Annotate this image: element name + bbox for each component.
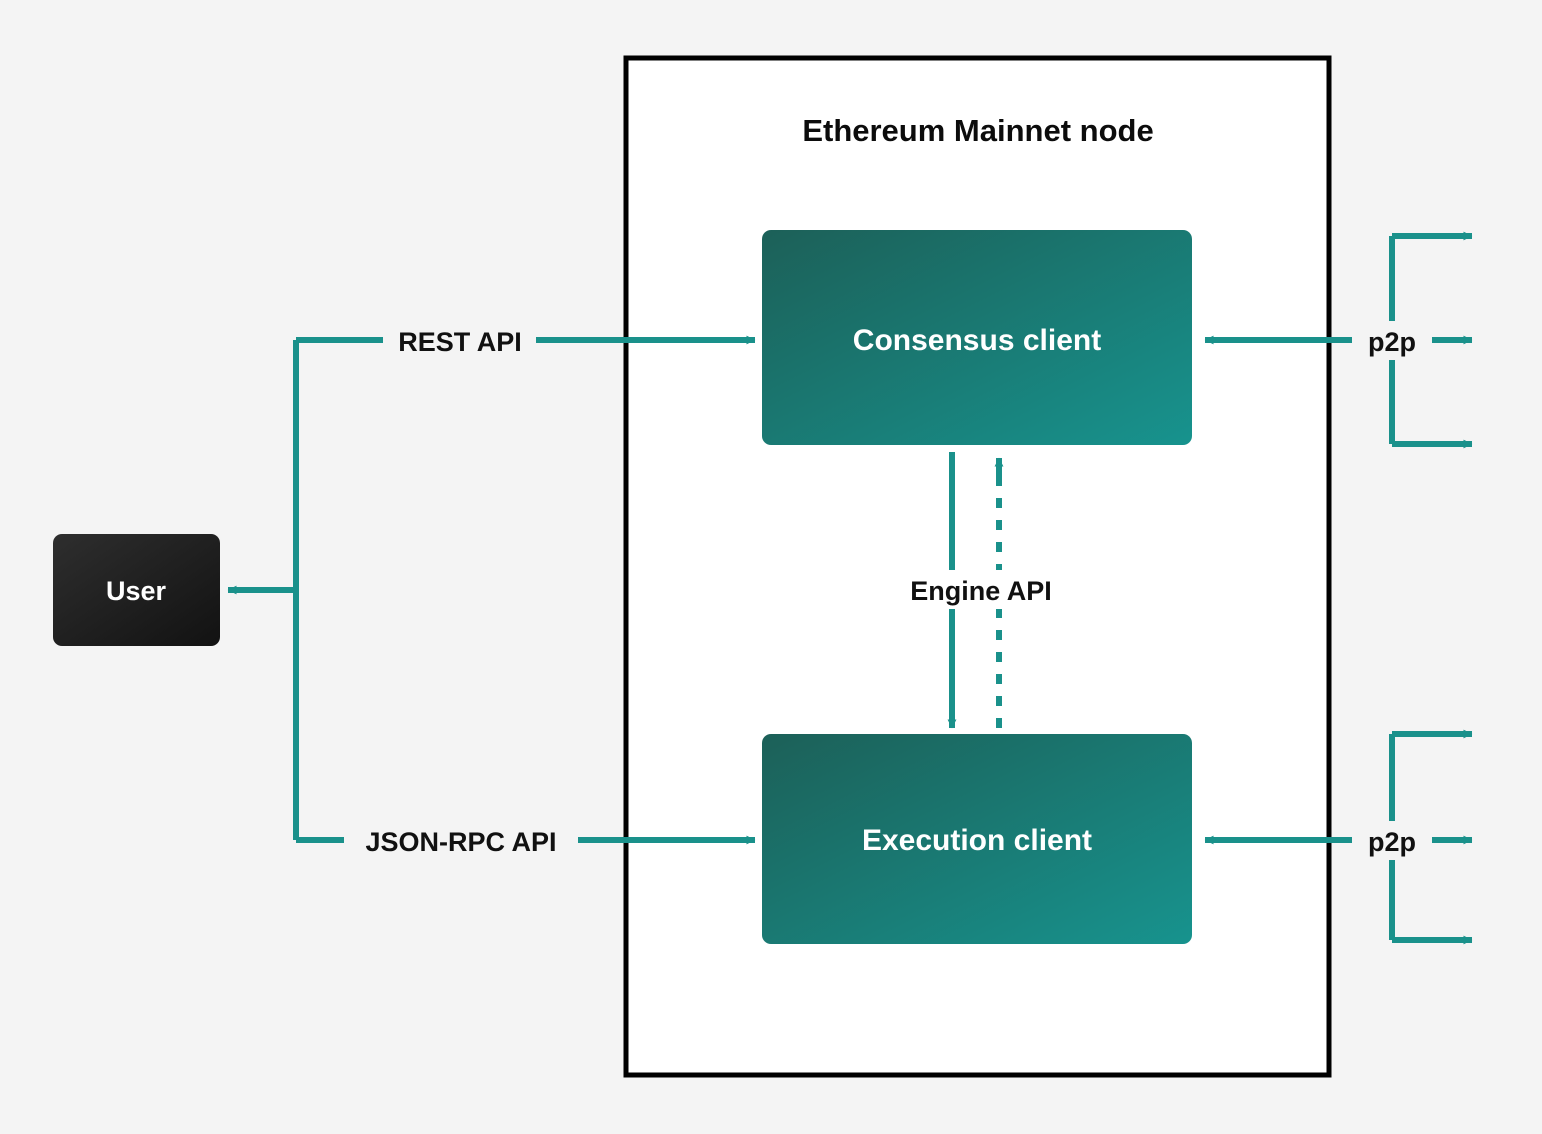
edge-engine-api-label-bg xyxy=(893,570,1069,609)
edge-p2p-execution-label: p2p xyxy=(1368,827,1416,857)
node-user-box[interactable] xyxy=(53,534,220,646)
edge-p2p-execution-label-bg xyxy=(1352,821,1432,860)
edge-p2p-consensus-label-bg xyxy=(1352,321,1432,360)
edge-rest-api-label: REST API xyxy=(398,327,522,357)
edge-json-rpc-api-label-bg xyxy=(344,821,578,860)
node-user-label: User xyxy=(106,576,167,606)
node-consensus-client-box[interactable] xyxy=(762,230,1192,445)
edge-rest-api-label-bg xyxy=(383,321,536,360)
node-execution-client-box[interactable] xyxy=(762,734,1192,944)
page-title: Ethereum Mainnet node xyxy=(802,113,1153,148)
node-consensus-client-label: Consensus client xyxy=(853,324,1101,357)
edge-p2p-consensus-label: p2p xyxy=(1368,327,1416,357)
edge-json-rpc-api-label: JSON-RPC API xyxy=(365,827,556,857)
node-execution-client-label: Execution client xyxy=(862,824,1092,857)
edge-engine-api-label: Engine API xyxy=(910,576,1052,606)
